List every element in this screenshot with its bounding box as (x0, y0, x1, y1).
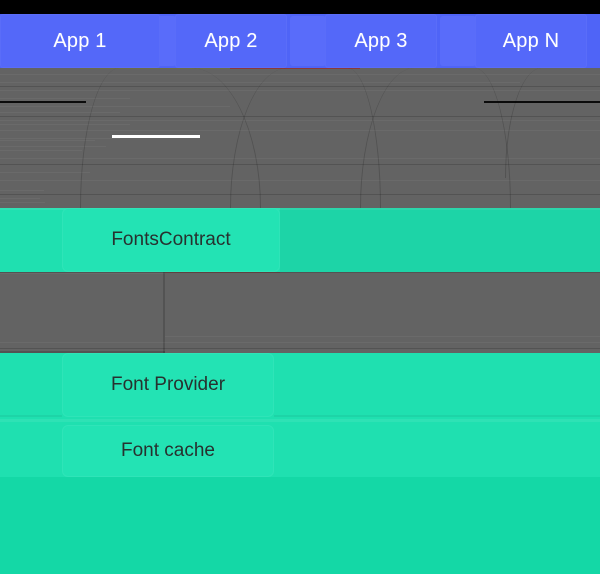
app-box-2[interactable]: App 2 (175, 14, 287, 68)
fonts-contract-band: FontsContract (0, 208, 600, 272)
font-provider-band: Font Provider (0, 353, 600, 419)
app-box-1[interactable]: App 1 (0, 14, 160, 68)
app-ghost-2 (290, 16, 326, 66)
footer-band (0, 477, 600, 574)
app-label-3: App 3 (354, 29, 408, 52)
lower-transition-blur (0, 272, 600, 353)
font-cache-box[interactable]: Font cache (62, 425, 274, 477)
font-cache-band: Font cache (0, 419, 600, 477)
top-black-strip (0, 0, 600, 14)
upper-transition-blur (0, 68, 600, 208)
font-provider-box[interactable]: Font Provider (62, 353, 274, 417)
app-ghost-3 (440, 16, 476, 66)
font-provider-label: Font Provider (110, 374, 226, 395)
fonts-contract-label: FontsContract (111, 229, 231, 250)
fonts-contract-box[interactable]: FontsContract (62, 208, 280, 272)
app-label-2: App 2 (204, 29, 258, 52)
app-box-4[interactable]: App N (475, 14, 587, 68)
app-label-4: App N (502, 29, 560, 52)
app-box-3[interactable]: App 3 (325, 14, 437, 68)
app-label-1: App 1 (53, 29, 107, 52)
applications-row: App 1 App 2 App 3 App N (0, 14, 600, 68)
font-cache-label: Font cache (121, 440, 215, 461)
